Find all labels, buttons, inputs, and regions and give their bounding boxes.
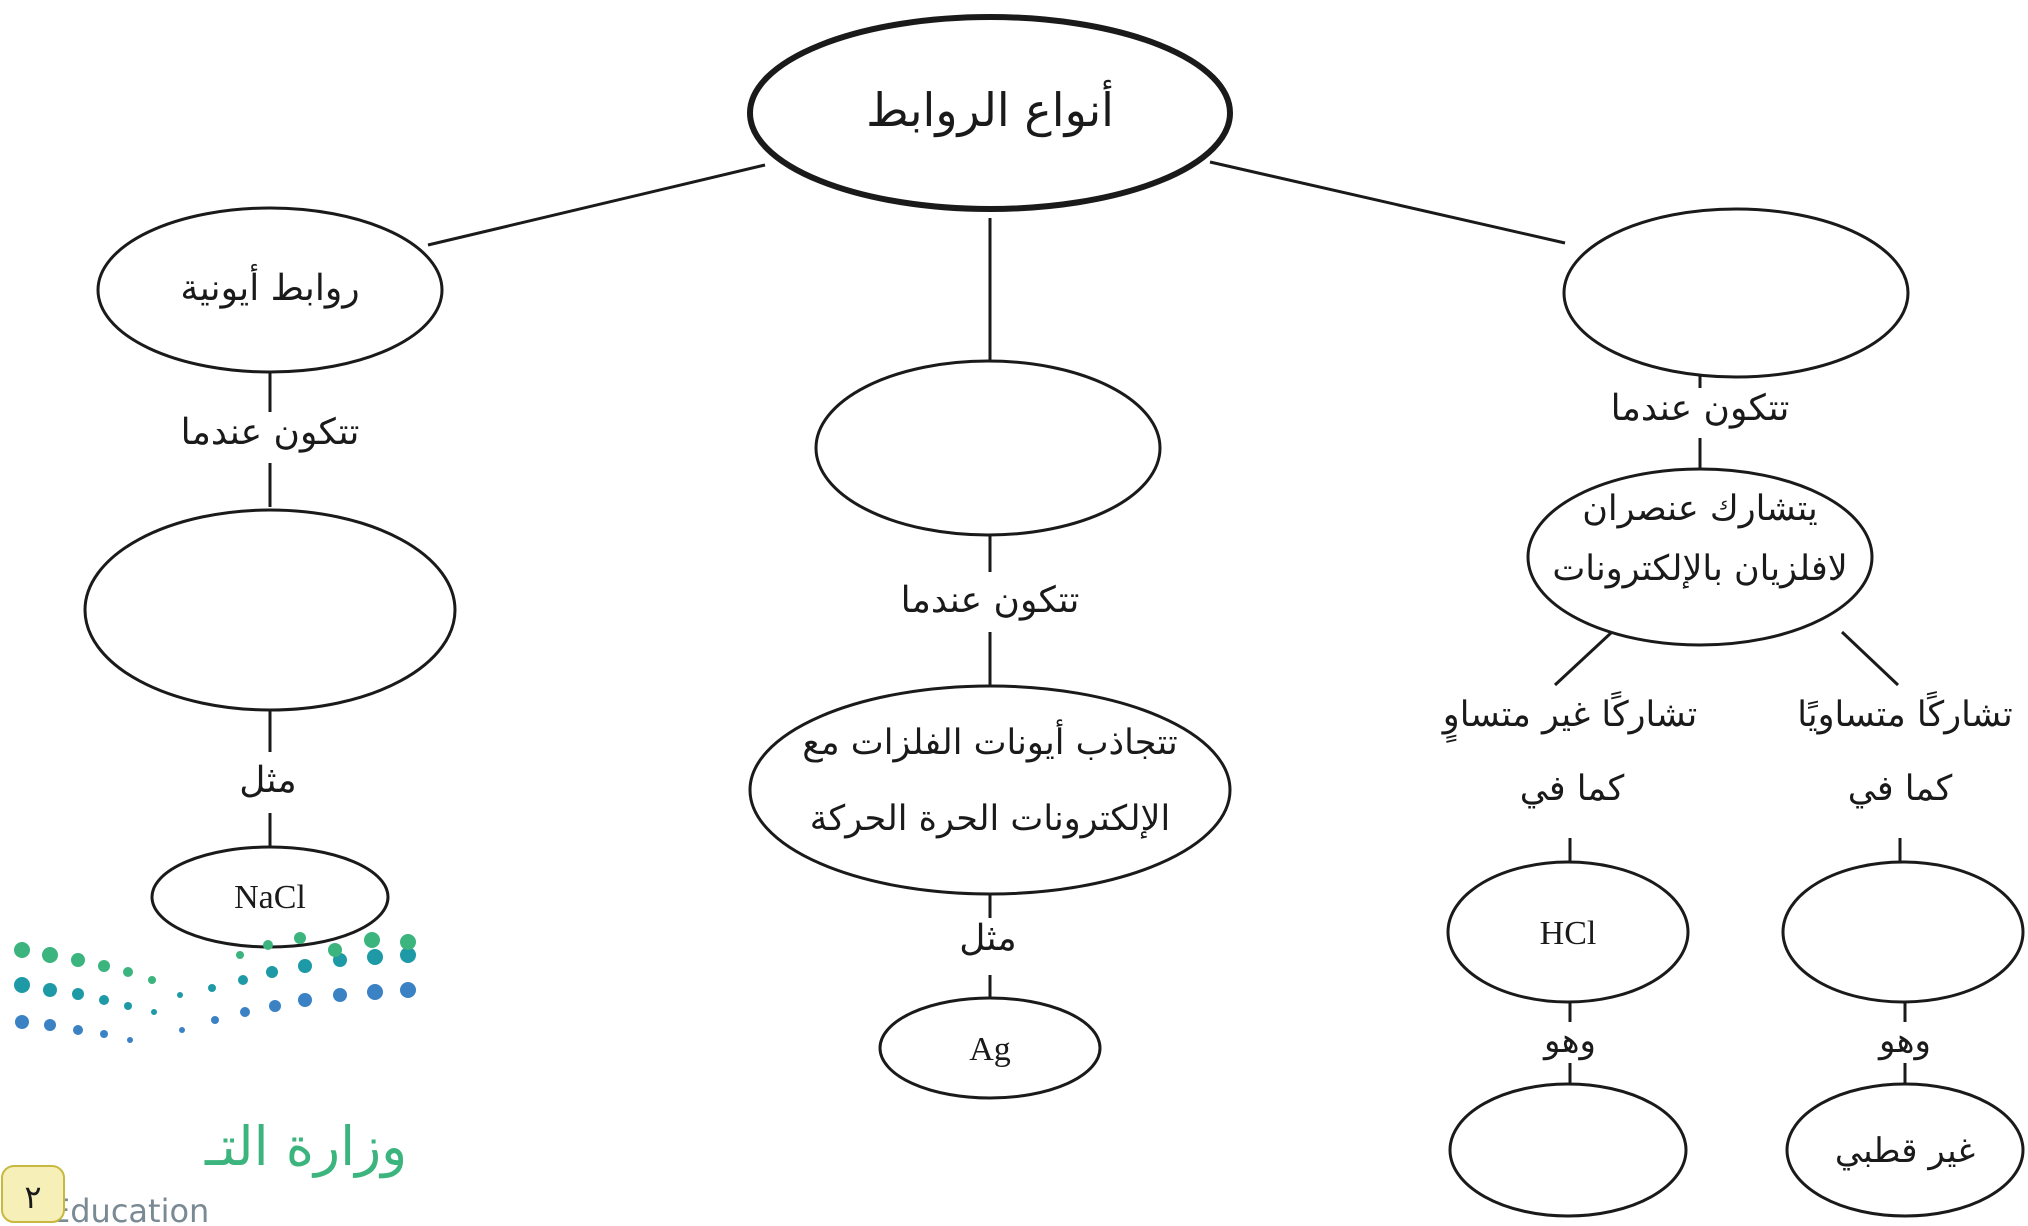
ionic-title-node bbox=[96, 206, 444, 374]
page-number: ٢ bbox=[24, 1178, 41, 1216]
root-label: أنواع الروابط bbox=[866, 80, 1114, 138]
covalent-line-equal bbox=[1840, 630, 1900, 687]
ionic-example-label: مثل bbox=[239, 760, 296, 801]
equal-label-line1: تشاركًا متساويًا bbox=[1797, 691, 2013, 735]
unequal-label-line1: تشاركًا غير متساوٍ bbox=[1441, 691, 1697, 744]
unequal-example-node bbox=[1446, 860, 1690, 1004]
root-to-ionic-line bbox=[427, 163, 766, 247]
metallic-title-node bbox=[814, 359, 1162, 537]
covalent-condition-line2: لافلزيان بالإلكترونات bbox=[1552, 549, 1847, 589]
metallic-condition-node bbox=[748, 684, 1232, 896]
unequal-label-line2: كما في bbox=[1520, 769, 1625, 809]
root-node bbox=[747, 14, 1233, 212]
page-number-badge bbox=[1, 1165, 65, 1223]
covalent-condition-node bbox=[1526, 467, 1874, 647]
ionic-example-value: NaCl bbox=[234, 879, 306, 916]
unequal-which-is-label: وهو bbox=[1542, 1021, 1596, 1061]
nodes bbox=[83, 14, 2025, 1218]
logo-dots-icon bbox=[14, 932, 416, 1043]
covalent-line-unequal bbox=[1553, 630, 1614, 687]
root-to-covalent-line bbox=[1209, 160, 1566, 245]
covalent-forms-when-label: تتكون عندما bbox=[1611, 388, 1790, 429]
covalent-condition-line1: يتشارك عنصران bbox=[1582, 489, 1818, 529]
equal-type-node bbox=[1785, 1082, 2025, 1218]
logo-english-text: Education bbox=[50, 1192, 209, 1226]
logo-arabic-text: وزارة التـ bbox=[204, 1115, 407, 1178]
ministry-logo: وزارة التـ Education ٢ bbox=[1, 932, 416, 1226]
unequal-example-value: HCl bbox=[1540, 915, 1597, 952]
metallic-condition-line1: تتجاذب أيونات الفلزات مع bbox=[802, 718, 1177, 763]
equal-label-line2: كما في bbox=[1848, 769, 1953, 809]
metallic-example-node bbox=[878, 996, 1102, 1100]
ionic-title-label: روابط أيونية bbox=[180, 263, 359, 309]
ionic-forms-when-label: تتكون عندما bbox=[181, 412, 360, 453]
equal-example-node bbox=[1781, 860, 2025, 1004]
equal-which-is-label: وهو bbox=[1877, 1021, 1931, 1061]
metallic-example-value: Ag bbox=[969, 1031, 1011, 1068]
unequal-type-node bbox=[1448, 1082, 1688, 1218]
metallic-example-label: مثل bbox=[959, 918, 1016, 959]
ionic-condition-node bbox=[83, 508, 457, 712]
metallic-forms-when-label: تتكون عندما bbox=[901, 580, 1080, 621]
equal-type-value: غير قطبي bbox=[1835, 1131, 1975, 1171]
covalent-title-node bbox=[1562, 207, 1910, 379]
metallic-condition-line2: الإلكترونات الحرة الحركة bbox=[810, 799, 1170, 839]
